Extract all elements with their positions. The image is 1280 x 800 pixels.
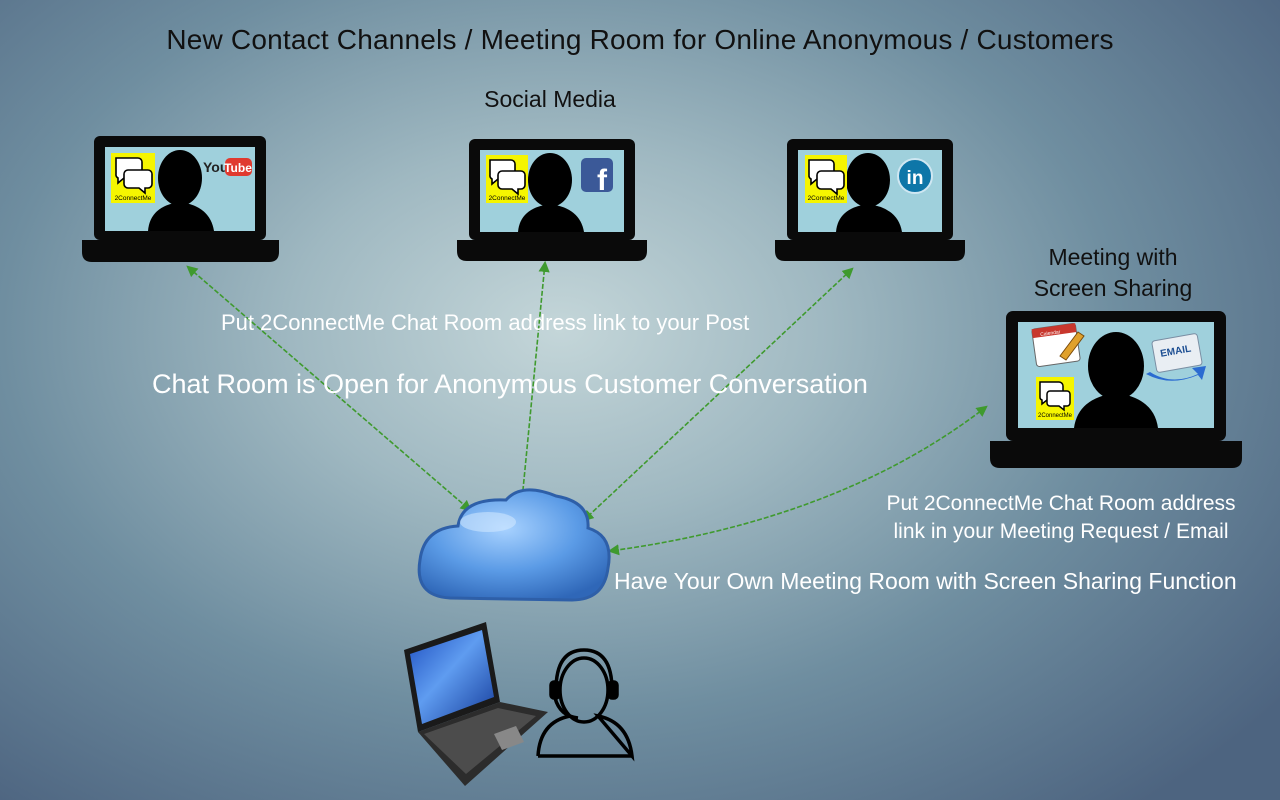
laptop-meeting: Calendar EMAIL 2ConnectMe (990, 311, 1242, 468)
laptop-facebook: 2ConnectMe f (457, 139, 647, 261)
chat-badge-icon: 2ConnectMe (486, 155, 528, 203)
youtube-tube-text: Tube (224, 161, 252, 175)
social-media-label: Social Media (484, 86, 616, 112)
chat-room-text: Chat Room is Open for Anonymous Customer… (152, 369, 868, 399)
laptop-linkedin: 2ConnectMe in (775, 139, 965, 261)
meeting-request-text: Put 2ConnectMe Chat Room address link in… (866, 490, 1256, 546)
calendar-text: Calendar (1040, 329, 1061, 338)
meeting-request-line2: link in your Meeting Request / Email (893, 520, 1229, 543)
page-title: New Contact Channels / Meeting Room for … (166, 24, 1114, 55)
youtube-icon: You Tube (203, 158, 252, 176)
meeting-label: Meeting with Screen Sharing (1000, 242, 1226, 304)
meeting-request-line1: Put 2ConnectMe Chat Room address (886, 492, 1236, 515)
facebook-letter: f (597, 164, 608, 197)
calendar-icon: Calendar (1031, 323, 1085, 367)
email-icon: EMAIL (1146, 333, 1206, 381)
person-silhouette-icon (1074, 332, 1158, 428)
meeting-label-line2: Screen Sharing (1033, 275, 1193, 301)
own-room-text: Have Your Own Meeting Room with Screen S… (614, 568, 1237, 594)
youtube-you-text: You (203, 159, 228, 175)
chat-badge-icon: 2ConnectMe (805, 155, 847, 203)
person-silhouette-icon (836, 153, 902, 232)
facebook-icon: f (581, 158, 613, 197)
headset-operator-icon (536, 648, 635, 762)
person-silhouette-icon (518, 153, 584, 232)
email-text: EMAIL (1159, 344, 1192, 360)
operator-laptop-icon (404, 622, 548, 786)
arrow-youtube-cloud (186, 265, 472, 512)
badge-text: 2ConnectMe (808, 195, 845, 202)
chat-badge-icon: 2ConnectMe (1036, 377, 1074, 420)
cloud-icon (417, 488, 611, 602)
chat-badge-icon: 2ConnectMe (111, 153, 155, 203)
linkedin-icon: in (897, 158, 933, 194)
laptop-youtube: 2ConnectMe You Tube (82, 136, 279, 262)
badge-text: 2ConnectMe (1038, 413, 1073, 419)
person-silhouette-icon (148, 150, 214, 231)
arrow-meeting-cloud (607, 405, 988, 556)
badge-text: 2ConnectMe (489, 195, 526, 202)
meeting-label-line1: Meeting with (1048, 244, 1178, 270)
post-link-text: Put 2ConnectMe Chat Room address link to… (221, 310, 750, 335)
linkedin-letters: in (907, 168, 924, 189)
arrow-facebook-cloud (517, 260, 550, 503)
badge-text: 2ConnectMe (115, 195, 152, 202)
connection-arrows (186, 260, 988, 556)
